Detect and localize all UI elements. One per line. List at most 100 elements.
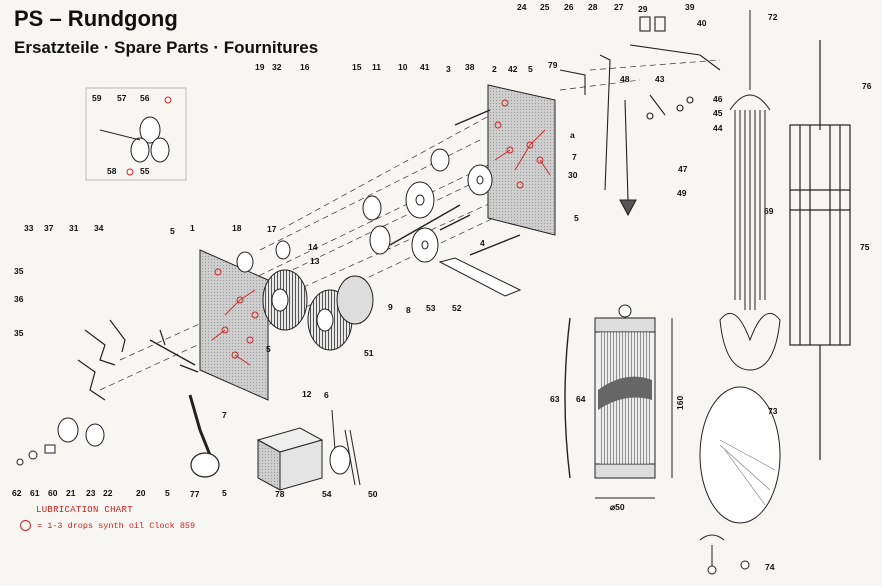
part-label: 59 xyxy=(92,93,102,103)
part-label: 31 xyxy=(69,223,79,233)
part-label: 16 xyxy=(300,62,310,72)
part-label: 78 xyxy=(275,489,285,499)
part-label: 24 xyxy=(517,2,527,12)
hammer xyxy=(329,409,351,475)
pendulum-bob xyxy=(699,386,781,524)
part-label: 17 xyxy=(267,224,277,234)
part-label: 7 xyxy=(222,410,227,420)
arbors xyxy=(149,109,521,373)
part-label: 5 xyxy=(574,213,579,223)
part-label: 30 xyxy=(568,170,578,180)
part-label: 5 xyxy=(170,226,175,236)
weight-cylinder xyxy=(564,304,673,499)
part-label: 35 xyxy=(14,266,24,276)
part-label: 28 xyxy=(588,2,598,12)
part-label: 40 xyxy=(697,18,707,28)
part-label: 57 xyxy=(117,93,127,103)
part-label: 61 xyxy=(30,488,40,498)
part-label: 44 xyxy=(713,123,723,133)
part-label: 43 xyxy=(655,74,665,84)
part-label: 12 xyxy=(302,389,312,399)
part-label: 36 xyxy=(14,294,24,304)
part-label: 5 xyxy=(165,488,170,498)
part-label: 9 xyxy=(388,302,393,312)
part-label: 38 xyxy=(465,62,475,72)
part-label: 51 xyxy=(364,348,374,358)
part-label: 18 xyxy=(232,223,242,233)
part-label: 74 xyxy=(765,562,775,572)
foam-block xyxy=(256,427,324,491)
bracket xyxy=(438,257,522,297)
part-label: 41 xyxy=(420,62,430,72)
part-label: 63 xyxy=(550,394,560,404)
part-label: 11 xyxy=(372,62,381,72)
front-plate xyxy=(199,249,269,401)
part-label: 75 xyxy=(860,242,870,252)
diagram-subtitle: Ersatzteile · Spare Parts · Fournitures xyxy=(14,38,319,57)
part-label: 22 xyxy=(103,488,113,498)
part-label: 4 xyxy=(480,238,485,248)
part-label: 54 xyxy=(322,489,332,499)
part-label: 34 xyxy=(94,223,104,233)
lubrication-note-text: = 1-3 drops synth oil Clock 859 xyxy=(37,520,196,531)
part-label: 6 xyxy=(324,390,329,400)
lubrication-title: LUBRICATION CHART xyxy=(36,505,133,515)
height-dimension: 160 xyxy=(675,396,685,410)
part-label: 33 xyxy=(24,223,34,233)
part-label: 58 xyxy=(107,166,117,176)
part-label: 13 xyxy=(310,256,320,266)
part-label: 19 xyxy=(255,62,265,72)
part-label: 14 xyxy=(308,242,318,252)
part-label: 10 xyxy=(398,62,408,72)
part-label: 52 xyxy=(452,303,462,313)
pendulum-76 xyxy=(789,40,851,460)
part-label: 35 xyxy=(14,328,24,338)
part-label: 21 xyxy=(66,488,76,498)
part-label: 27 xyxy=(614,2,624,12)
part-label: 53 xyxy=(426,303,436,313)
small-screws xyxy=(16,444,56,466)
diameter-dimension: ⌀50 xyxy=(610,502,625,512)
part-label: 73 xyxy=(768,406,778,416)
part-label: 69 xyxy=(764,206,774,216)
part-label: 5 xyxy=(266,344,271,354)
barrels xyxy=(262,269,374,351)
part-label: 25 xyxy=(540,2,550,12)
part-label: a xyxy=(570,130,575,140)
part-label: 26 xyxy=(564,2,574,12)
part-label: 55 xyxy=(140,166,150,176)
winding-key xyxy=(188,394,220,478)
part-label: 56 xyxy=(140,93,150,103)
oil-point-icon xyxy=(20,520,31,531)
part-label: 50 xyxy=(368,489,378,499)
lubrication-note: = 1-3 drops synth oil Clock 859 xyxy=(20,520,195,531)
part-label: 49 xyxy=(677,188,687,198)
part-label: 45 xyxy=(713,108,723,118)
inset-box xyxy=(85,87,187,181)
part-label: 39 xyxy=(685,2,695,12)
part-label: 47 xyxy=(678,164,688,174)
part-label: 8 xyxy=(406,305,411,315)
pendulum-72 xyxy=(719,10,781,371)
rod-51 xyxy=(344,429,361,486)
part-label: 46 xyxy=(713,94,723,104)
part-label: 20 xyxy=(136,488,146,498)
part-label: 2 xyxy=(492,64,497,74)
part-label: 72 xyxy=(768,12,778,22)
diagram-title: PS – Rundgong xyxy=(14,6,178,31)
part-label: 42 xyxy=(508,64,518,74)
part-label: 77 xyxy=(190,489,200,499)
part-label: 37 xyxy=(44,223,54,233)
part-label: 48 xyxy=(620,74,630,84)
part-label: 60 xyxy=(48,488,58,498)
part-label: 64 xyxy=(576,394,586,404)
part-label: 62 xyxy=(12,488,22,498)
misc-bottom xyxy=(699,534,750,575)
part-label: 23 xyxy=(86,488,96,498)
back-plate xyxy=(487,84,556,236)
part-label: 29 xyxy=(638,4,648,14)
part-label: 5 xyxy=(222,488,227,498)
part-labels: 1 2 3 4 5 5 5 5 5 5 6 7 7 8 9 10 11 12 1… xyxy=(12,2,872,572)
